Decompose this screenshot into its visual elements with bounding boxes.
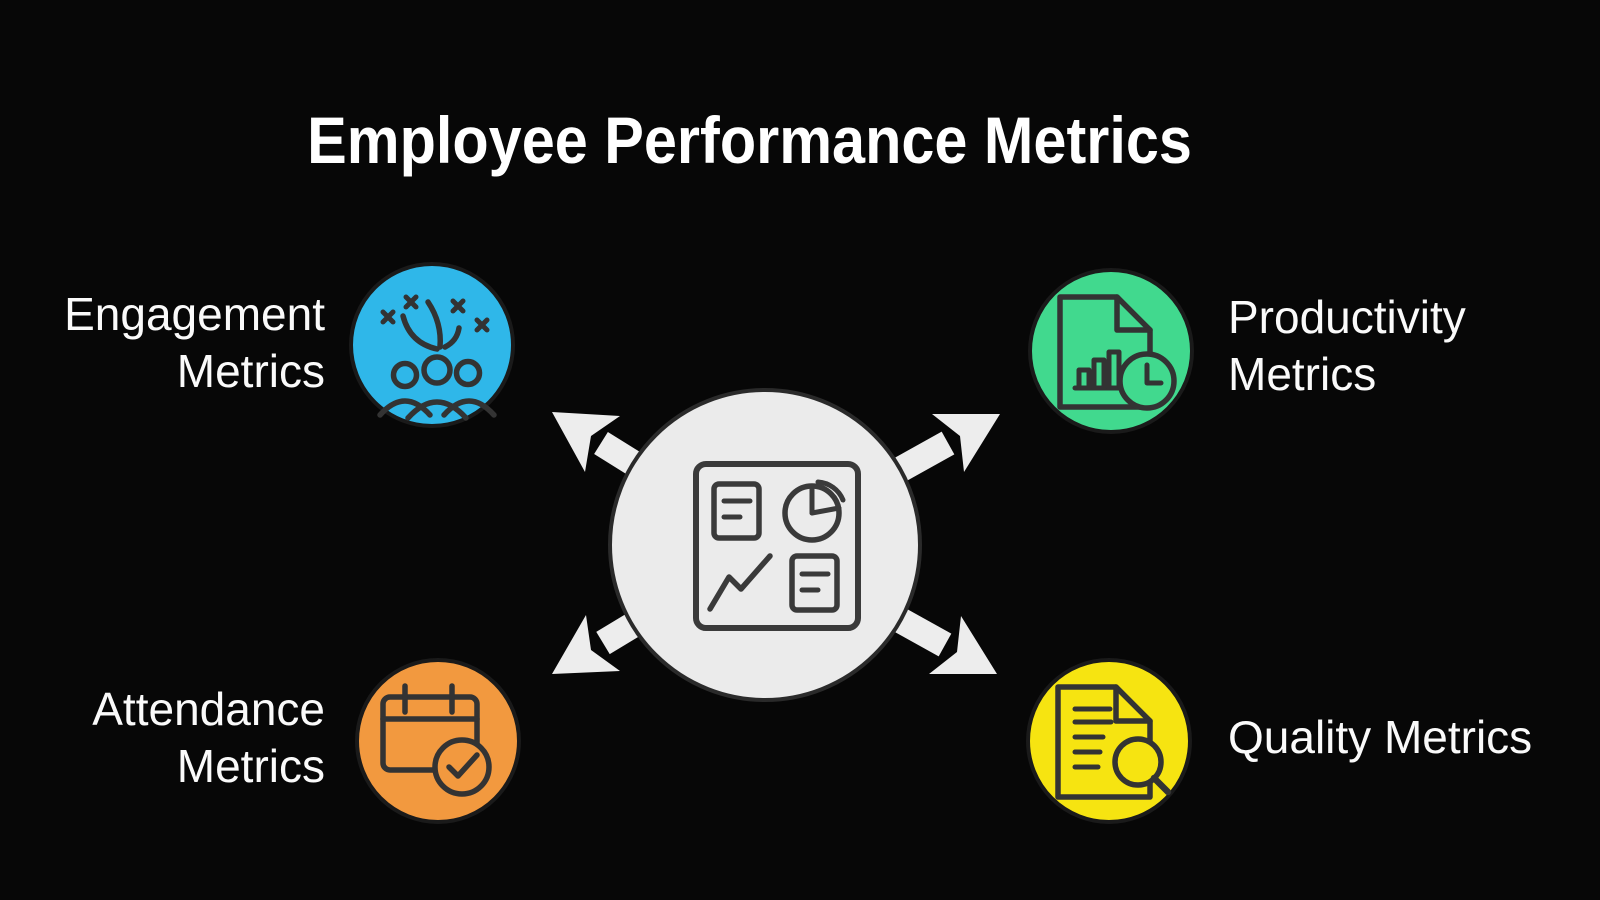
quality-label-line1: Quality Metrics bbox=[1228, 711, 1533, 763]
page-title: Employee Performance Metrics bbox=[0, 104, 1500, 176]
quality-node bbox=[1026, 658, 1192, 824]
engagement-label-line2: Metrics bbox=[176, 345, 325, 397]
productivity-label-line2: Metrics bbox=[1228, 348, 1377, 400]
productivity-label: Productivity Metrics bbox=[1228, 289, 1466, 403]
celebration-audience-icon bbox=[377, 294, 497, 421]
attendance-node bbox=[355, 658, 521, 824]
productivity-node bbox=[1028, 268, 1194, 434]
page-title-text: Employee Performance Metrics bbox=[307, 103, 1193, 177]
attendance-label-line1: Attendance bbox=[92, 683, 325, 735]
engagement-label: Engagement Metrics bbox=[64, 286, 325, 400]
report-chart-clock-icon bbox=[1057, 294, 1177, 411]
quality-label: Quality Metrics bbox=[1228, 709, 1532, 766]
calendar-check-icon bbox=[380, 683, 492, 797]
dashboard-icon bbox=[693, 461, 861, 631]
hub-circle bbox=[608, 388, 922, 702]
attendance-label: Attendance Metrics bbox=[92, 681, 325, 795]
document-search-icon bbox=[1055, 684, 1172, 800]
engagement-label-line1: Engagement bbox=[64, 288, 325, 340]
attendance-label-line2: Metrics bbox=[176, 740, 325, 792]
productivity-label-line1: Productivity bbox=[1228, 291, 1466, 343]
engagement-node bbox=[349, 262, 515, 428]
